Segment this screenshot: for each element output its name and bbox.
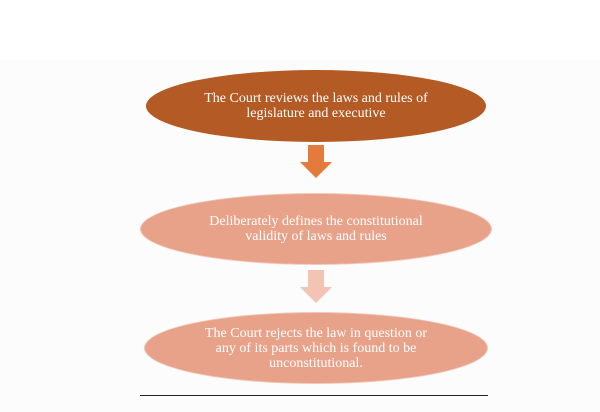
- flow-node-text: The Court rejects the law in question or…: [205, 325, 427, 371]
- flow-node-court-reviews-laws: The Court reviews the laws and rules of …: [146, 70, 486, 142]
- flow-node-defines-validity: Deliberately defines the constitutional …: [140, 193, 492, 265]
- flow-node-text: The Court reviews the laws and rules of …: [204, 91, 428, 121]
- bottom-rule: [140, 395, 488, 396]
- top-whitespace: [0, 0, 600, 60]
- flow-node-court-rejects-law: The Court rejects the law in question or…: [144, 312, 488, 384]
- down-arrow-icon: [300, 270, 332, 303]
- down-arrow-icon: [300, 145, 332, 178]
- flow-node-text: Deliberately defines the constitutional …: [209, 214, 423, 244]
